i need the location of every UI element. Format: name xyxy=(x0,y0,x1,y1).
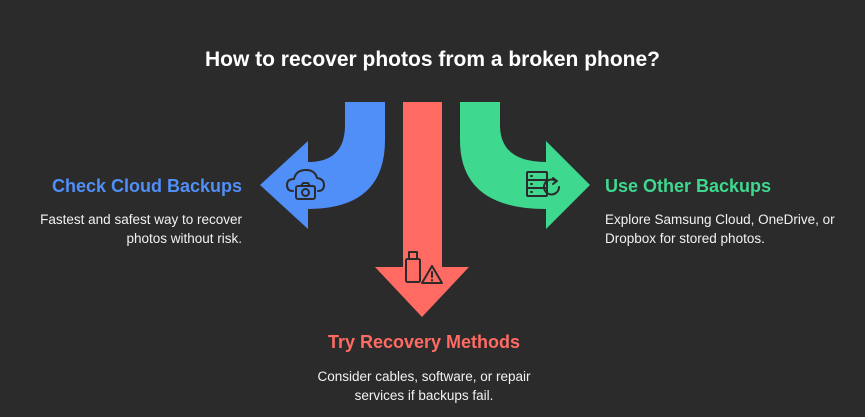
description-line: Consider cables, software, or repair xyxy=(317,369,531,384)
cloud-camera-icon xyxy=(286,169,325,200)
use-other-backups-description: Explore Samsung Cloud, OneDrive, or Drop… xyxy=(605,210,855,248)
server-refresh-icon xyxy=(526,171,560,197)
page-title: How to recover photos from a broken phon… xyxy=(204,48,661,71)
left-arrow xyxy=(260,102,385,229)
description-line: Dropbox for stored photos. xyxy=(605,231,765,246)
try-recovery-methods-title: Try Recovery Methods xyxy=(327,332,521,352)
use-other-backups-title: Use Other Backups xyxy=(605,176,772,196)
try-recovery-methods-description: Consider cables, software, or repair ser… xyxy=(0,367,848,405)
description-line: Explore Samsung Cloud, OneDrive, or xyxy=(605,212,835,227)
check-cloud-backups-title: Check Cloud Backups xyxy=(51,176,242,196)
check-cloud-backups-description: Fastest and safest way to recover photos… xyxy=(0,210,242,248)
bottom-arrow xyxy=(375,102,469,317)
usb-warning-icon xyxy=(405,251,443,284)
description-line: Fastest and safest way to recover xyxy=(40,212,242,227)
description-line: services if backups fail. xyxy=(354,388,494,403)
description-line: photos without risk. xyxy=(126,231,242,246)
right-arrow xyxy=(460,102,590,229)
